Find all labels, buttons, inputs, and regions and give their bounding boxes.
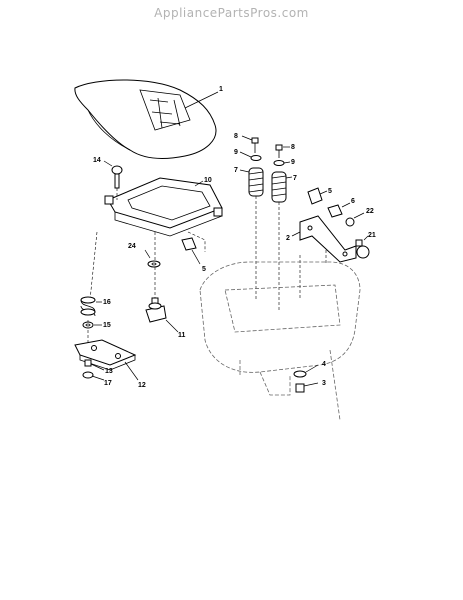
callout-17: 17 bbox=[104, 380, 112, 387]
callout-15: 15 bbox=[103, 322, 111, 329]
bracket-clip-right[interactable] bbox=[307, 187, 323, 205]
washer-part-9-left[interactable] bbox=[250, 155, 262, 161]
seat-part[interactable] bbox=[74, 79, 217, 159]
pivot-knob-part[interactable] bbox=[145, 297, 167, 323]
callout-8-right: 8 bbox=[291, 144, 295, 151]
watermark-text: AppliancePartsPros.com bbox=[154, 6, 309, 20]
callout-14: 14 bbox=[93, 157, 101, 164]
callout-9-right: 9 bbox=[291, 159, 295, 166]
callout-7-right: 7 bbox=[293, 175, 297, 182]
knob-part-21[interactable] bbox=[355, 239, 370, 259]
seat-pan-part[interactable] bbox=[104, 177, 223, 237]
bolt-part-17[interactable] bbox=[82, 371, 94, 379]
callout-4: 4 bbox=[322, 361, 326, 368]
nut-part[interactable] bbox=[82, 321, 94, 329]
callout-13: 13 bbox=[105, 368, 113, 375]
callout-21: 21 bbox=[368, 232, 376, 239]
callout-5-right: 5 bbox=[328, 188, 332, 195]
callout-2: 2 bbox=[286, 235, 290, 242]
callout-3: 3 bbox=[322, 380, 326, 387]
hinge-plate-part[interactable] bbox=[74, 339, 137, 371]
spring-part[interactable] bbox=[80, 296, 96, 317]
bolt-part-13[interactable] bbox=[84, 359, 92, 367]
callout-16: 16 bbox=[103, 299, 111, 306]
spring-part-7-left[interactable] bbox=[248, 167, 264, 197]
callout-6: 6 bbox=[351, 198, 355, 205]
callout-10: 10 bbox=[204, 177, 212, 184]
washer-part[interactable] bbox=[147, 260, 161, 268]
callout-22: 22 bbox=[366, 208, 374, 215]
callout-7-left: 7 bbox=[234, 167, 238, 174]
tractor-frame-outline bbox=[199, 261, 361, 421]
knob-part[interactable] bbox=[111, 165, 123, 189]
bolt-part-8-left[interactable] bbox=[251, 137, 259, 153]
spring-part-7-right[interactable] bbox=[271, 171, 287, 203]
callout-1: 1 bbox=[219, 86, 223, 93]
mounting-bracket-part[interactable] bbox=[299, 215, 357, 263]
nut-part-22[interactable] bbox=[345, 217, 355, 227]
callout-8-left: 8 bbox=[234, 133, 238, 140]
washer-part-4[interactable] bbox=[293, 370, 307, 378]
callout-24: 24 bbox=[128, 243, 136, 250]
nut-part-6[interactable] bbox=[327, 204, 343, 218]
callout-9-left: 9 bbox=[234, 149, 238, 156]
callout-11: 11 bbox=[178, 332, 186, 339]
callout-5-left: 5 bbox=[202, 266, 206, 273]
callout-12: 12 bbox=[138, 382, 146, 389]
bolt-part-8-right[interactable] bbox=[275, 144, 283, 158]
bracket-clip-left[interactable] bbox=[181, 231, 206, 252]
washer-part-9-right[interactable] bbox=[273, 160, 285, 166]
bolt-part-3[interactable] bbox=[295, 383, 305, 393]
